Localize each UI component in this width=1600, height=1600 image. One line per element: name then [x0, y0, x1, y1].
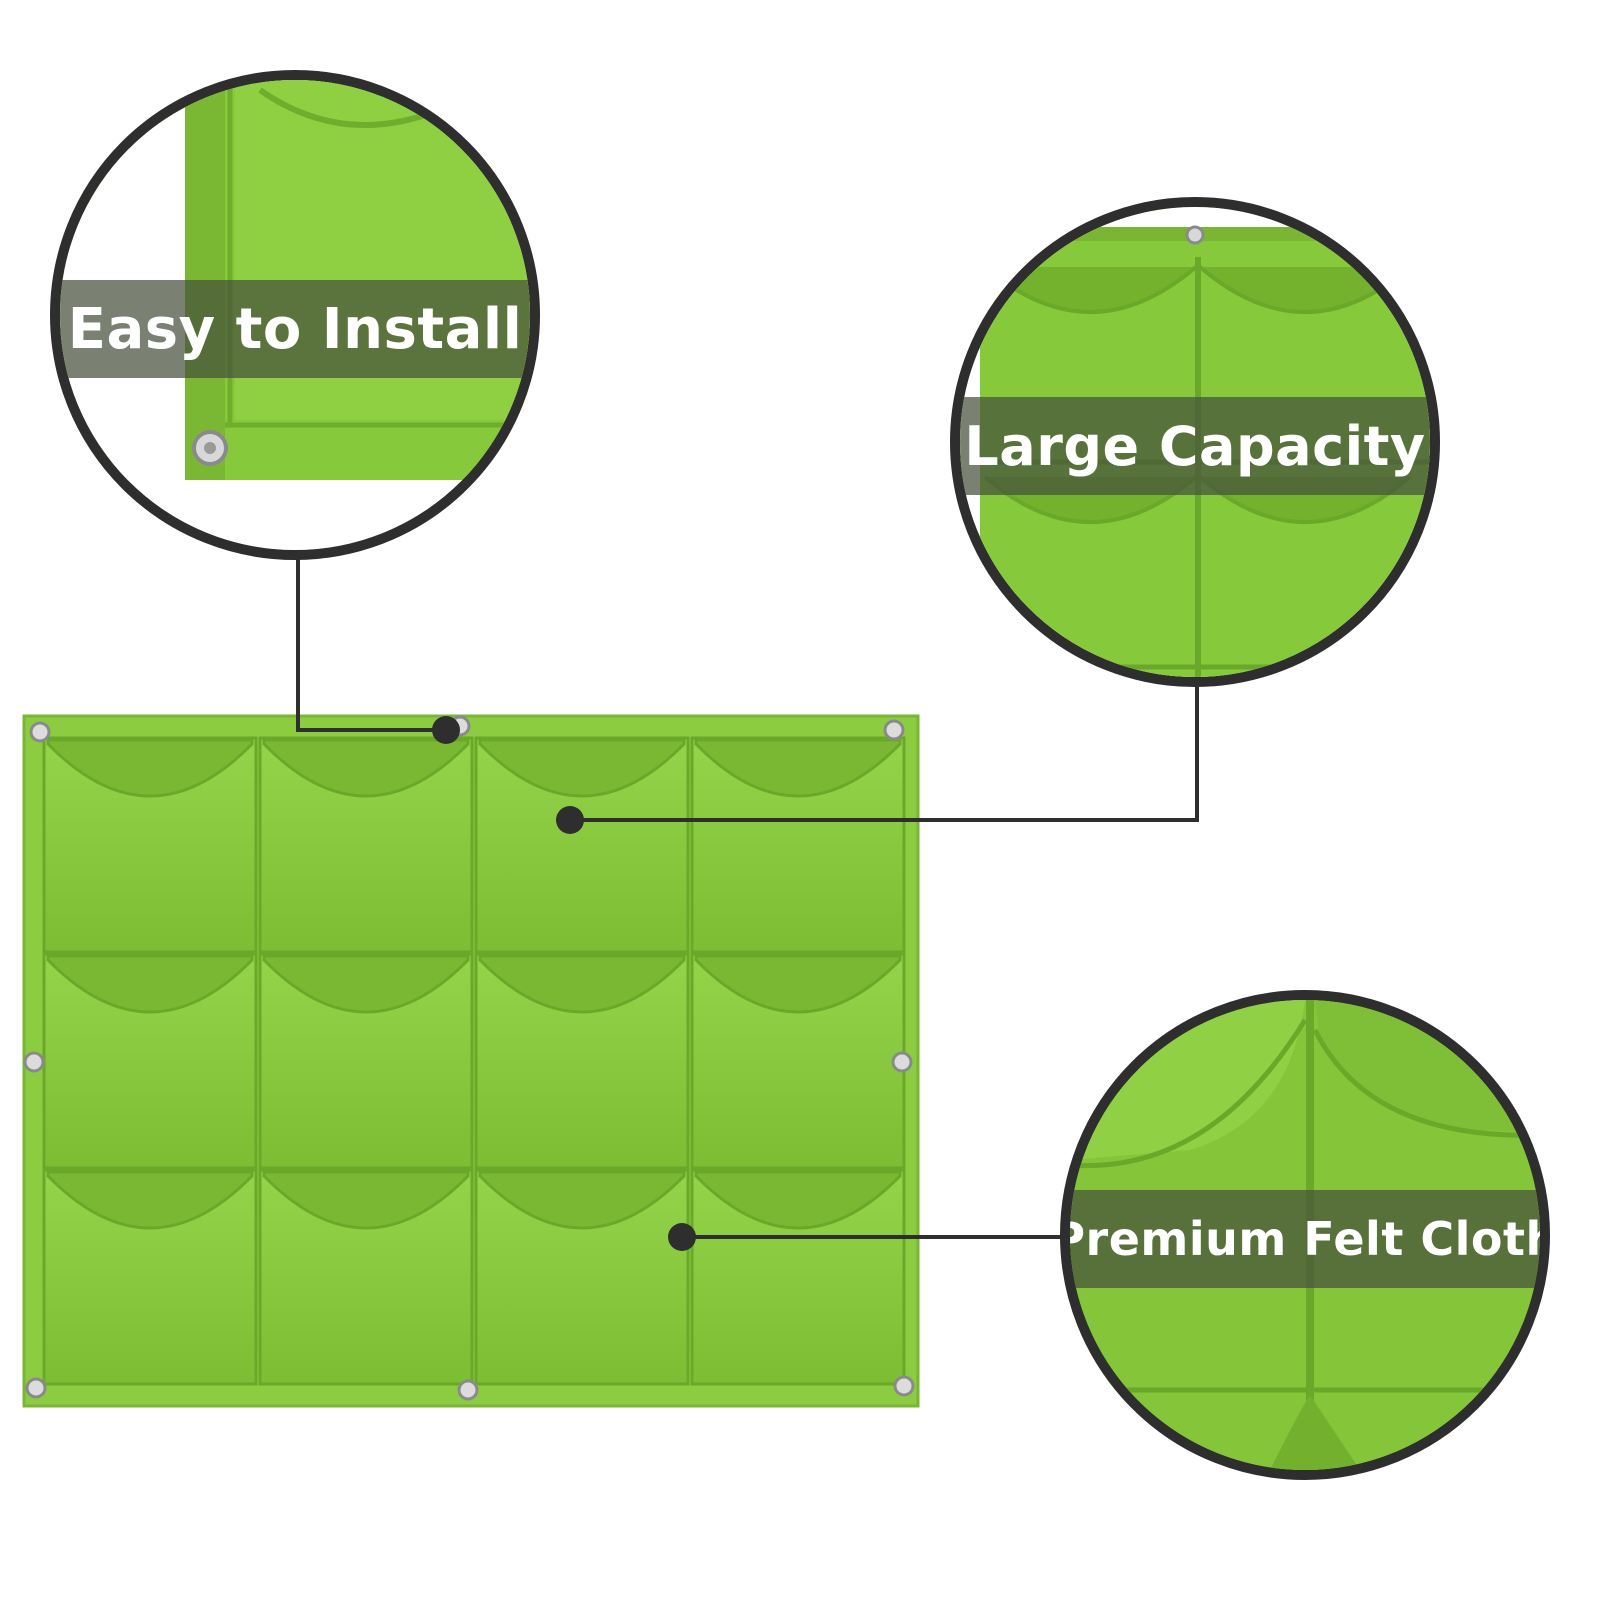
easy-install-label: Easy to Install: [67, 296, 523, 362]
grommet-icon: [23, 1051, 45, 1073]
planter-pocket: [474, 1168, 690, 1386]
planter-pocket: [690, 952, 906, 1170]
premium-felt-label: Premium Felt Cloth: [1060, 1212, 1550, 1266]
planter-pocket: [474, 952, 690, 1170]
planter-pocket: [258, 736, 474, 954]
planter-pocket: [690, 736, 906, 954]
grommet-icon: [893, 1375, 915, 1397]
grommet-icon: [449, 715, 471, 737]
callout-easy-install: Easy to Install: [50, 70, 540, 560]
planter-pocket: [258, 1168, 474, 1386]
grommet-icon: [1185, 225, 1205, 245]
grommet-icon: [29, 721, 51, 743]
grommet-icon: [883, 719, 905, 741]
planter-pocket: [42, 1168, 258, 1386]
planter-pocket: [42, 736, 258, 954]
grommet-icon: [25, 1377, 47, 1399]
callout-band: Easy to Install: [60, 280, 530, 378]
planter-pocket: [42, 952, 258, 1170]
callout-band: Large Capacity: [960, 397, 1430, 495]
planter-pocket: [258, 952, 474, 1170]
grommet-icon: [891, 1051, 913, 1073]
callout-large-capacity: Large Capacity: [950, 197, 1440, 687]
callout-premium-felt: Premium Felt Cloth: [1060, 990, 1550, 1480]
large-capacity-label: Large Capacity: [964, 414, 1426, 478]
planter-pocket: [474, 736, 690, 954]
grommet-icon: [457, 1379, 479, 1401]
callout-band: Premium Felt Cloth: [1070, 1190, 1540, 1288]
planter-pocket: [690, 1168, 906, 1386]
